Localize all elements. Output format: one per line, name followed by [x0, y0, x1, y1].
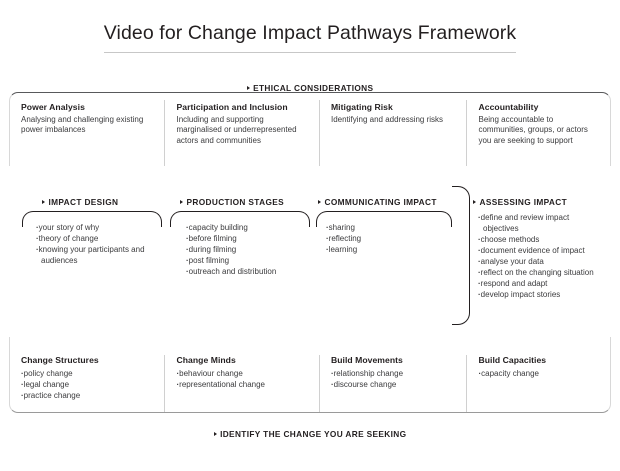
list-item: outreach and distribution: [186, 266, 311, 277]
stage-list-communicating-impact: sharing reflecting learning: [326, 222, 446, 255]
stage-list: capacity building before filming during …: [186, 222, 311, 277]
ethical-cell-title: Accountability: [478, 102, 539, 112]
outcome-list: relationship change discourse change: [331, 368, 457, 390]
list-item: define and review impact objectives: [478, 212, 600, 234]
stage-heading-label: COMMUNICATING IMPACT: [324, 197, 437, 207]
stage-list-assessing-impact: define and review impact objectives choo…: [478, 212, 600, 300]
list-item: reflecting: [326, 233, 446, 244]
list-item: practice change: [21, 390, 154, 401]
triangle-right-icon: [180, 200, 183, 204]
list-item: policy change: [21, 368, 154, 379]
triangle-right-icon: [42, 200, 45, 204]
list-item: behaviour change: [176, 368, 308, 379]
outcome-cell-title: Change Minds: [176, 355, 236, 365]
footer-heading-container: IDENTIFY THE CHANGE YOU ARE SEEKING: [0, 424, 620, 442]
list-item: sharing: [326, 222, 446, 233]
outcome-list: policy change legal change practice chan…: [21, 368, 154, 401]
ethical-cell-title: Participation and Inclusion: [176, 102, 288, 112]
stage-list-production-stages: capacity building before filming during …: [186, 222, 311, 277]
triangle-right-icon: [473, 200, 476, 204]
ethical-cell-power-analysis: Power Analysis Analysing and challenging…: [10, 100, 164, 166]
footer-heading-label: IDENTIFY THE CHANGE YOU ARE SEEKING: [220, 429, 407, 439]
brace-assessing-impact: [452, 186, 470, 325]
ethical-considerations-row: Power Analysis Analysing and challenging…: [10, 93, 610, 166]
stage-heading-assessing-impact: ASSESSING IMPACT: [473, 197, 567, 207]
outcome-cell-title: Change Structures: [21, 355, 99, 365]
list-item: relationship change: [331, 368, 457, 379]
list-item: discourse change: [331, 379, 457, 390]
ethical-cell-participation-and-inclusion: Participation and Inclusion Including an…: [164, 100, 318, 166]
outcome-list: capacity change: [478, 368, 600, 379]
ethical-cell-body: Including and supporting marginalised or…: [176, 114, 297, 145]
ethical-considerations-heading-label: ETHICAL CONSIDERATIONS: [253, 83, 374, 93]
brace-communicating-impact: [316, 211, 452, 227]
list-item: reflect on the changing situation: [478, 267, 600, 278]
outcome-cell-change-minds: Change Minds behaviour change representa…: [164, 355, 318, 412]
list-item: during filming: [186, 244, 311, 255]
stage-heading-production-stages: PRODUCTION STAGES: [180, 197, 284, 207]
ethical-considerations-heading-container: ETHICAL CONSIDERATIONS: [0, 78, 620, 96]
list-item: your story of why: [36, 222, 164, 233]
ethical-cell-title: Mitigating Risk: [330, 102, 393, 112]
outcome-cell-build-movements: Build Movements relationship change disc…: [318, 355, 467, 412]
outcomes-row: Change Structures policy change legal ch…: [10, 337, 610, 412]
outcomes-panel: Change Structures policy change legal ch…: [9, 337, 611, 413]
ethical-cell-body: Identifying and addressing risks: [330, 114, 444, 124]
ethical-considerations-heading: ETHICAL CONSIDERATIONS: [246, 83, 374, 93]
brace-production-stages: [170, 211, 310, 227]
list-item: representational change: [176, 379, 308, 390]
stage-heading-communicating-impact: COMMUNICATING IMPACT: [318, 197, 437, 207]
outcome-cell-build-capacities: Build Capacities capacity change: [466, 355, 610, 412]
ethical-considerations-panel: Power Analysis Analysing and challenging…: [9, 92, 611, 166]
stage-heading-impact-design: IMPACT DESIGN: [42, 197, 118, 207]
stage-heading-label: IMPACT DESIGN: [48, 197, 119, 207]
outcome-cell-title: Build Movements: [330, 355, 403, 365]
list-item: legal change: [21, 379, 154, 390]
list-item: develop impact stories: [478, 289, 600, 300]
outcome-cell-title: Build Capacities: [478, 355, 547, 365]
list-item: choose methods: [478, 234, 600, 245]
ethical-cell-body: Analysing and challenging existing power…: [21, 114, 144, 135]
outcome-cell-list: capacity change: [478, 368, 600, 379]
list-item: theory of change: [36, 233, 164, 244]
page-title: Video for Change Impact Pathways Framewo…: [103, 22, 517, 53]
outcome-list: behaviour change representational change: [176, 368, 308, 390]
list-item: learning: [326, 244, 446, 255]
list-item: respond and adapt: [478, 278, 600, 289]
stage-list: sharing reflecting learning: [326, 222, 446, 255]
stage-list-impact-design: your story of why theory of change knowi…: [36, 222, 164, 266]
stage-headings: IMPACT DESIGN PRODUCTION STAGES COMMUNIC…: [0, 197, 620, 209]
outcome-cell-list: behaviour change representational change: [176, 368, 308, 390]
outcome-cell-change-structures: Change Structures policy change legal ch…: [10, 355, 164, 412]
page-title-container: Video for Change Impact Pathways Framewo…: [0, 22, 620, 53]
triangle-right-icon: [213, 432, 217, 436]
list-item: post filming: [186, 255, 311, 266]
list-item: capacity change: [478, 368, 600, 379]
list-item: knowing your participants and audiences: [36, 244, 164, 266]
list-item: before filming: [186, 233, 311, 244]
stage-list: your story of why theory of change knowi…: [36, 222, 164, 266]
ethical-cell-body: Being accountable to communities, groups…: [478, 114, 588, 145]
footer-heading: IDENTIFY THE CHANGE YOU ARE SEEKING: [213, 429, 407, 439]
triangle-right-icon: [246, 86, 250, 90]
list-item: document evidence of impact: [478, 245, 600, 256]
stage-heading-label: PRODUCTION STAGES: [186, 197, 285, 207]
list-item: analyse your data: [478, 256, 600, 267]
outcome-cell-list: relationship change discourse change: [331, 368, 457, 390]
ethical-cell-mitigating-risk: Mitigating Risk Identifying and addressi…: [318, 100, 467, 166]
stage-heading-label: ASSESSING IMPACT: [479, 197, 568, 207]
ethical-cell-accountability: Accountability Being accountable to comm…: [466, 100, 610, 166]
ethical-cell-title: Power Analysis: [21, 102, 85, 112]
outcome-cell-list: policy change legal change practice chan…: [21, 368, 154, 401]
stage-list: define and review impact objectives choo…: [478, 212, 600, 300]
list-item: capacity building: [186, 222, 311, 233]
triangle-right-icon: [318, 200, 321, 204]
brace-impact-design: [22, 211, 162, 227]
